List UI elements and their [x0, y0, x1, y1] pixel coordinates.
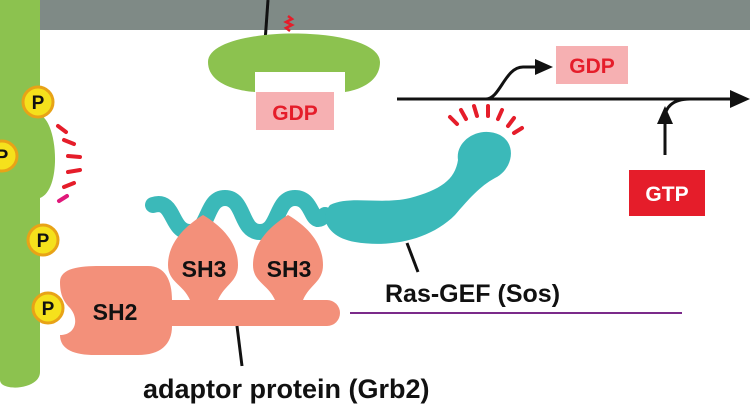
phosphate-3-label: P — [37, 231, 50, 252]
phosphate-3 — [26, 223, 60, 257]
gdp-release-arrowhead-icon — [535, 59, 553, 75]
gtp-entry-arrowhead-icon — [657, 106, 673, 124]
ras-gdp-label: GDP — [272, 102, 318, 125]
released-gdp-label: GDP — [569, 55, 615, 78]
phosphate-2-label: P — [0, 147, 9, 168]
adaptor-leader-line — [235, 325, 244, 367]
lipid-anchor-icon — [283, 15, 295, 32]
adaptor-protein — [60, 215, 340, 355]
sos-label: Ras-GEF (Sos) — [385, 280, 560, 308]
ras-protein — [208, 0, 380, 92]
sos-leader-line — [405, 242, 420, 273]
receptor-tail — [0, 0, 56, 388]
plasma-membrane — [0, 0, 750, 30]
main-arrowhead-icon — [730, 90, 750, 108]
adaptor-label: adaptor protein (Grb2) — [143, 374, 430, 404]
sos-activation-marks — [448, 104, 524, 135]
phosphate-1 — [21, 85, 55, 119]
phosphate-4 — [31, 291, 65, 325]
phosphate-group: P P P P — [0, 85, 65, 325]
receptor-activation-marks — [56, 124, 82, 203]
phosphate-2 — [0, 139, 19, 173]
ras-gdp-box — [256, 92, 334, 130]
incoming-gtp-box — [629, 170, 705, 216]
phosphate-1-label: P — [32, 93, 45, 114]
incoming-gtp-label: GTP — [645, 183, 688, 206]
sh2-domain-label: SH2 — [93, 299, 138, 325]
released-gdp-box — [556, 46, 628, 84]
sh3-domain-1-label: SH3 — [182, 256, 227, 282]
phosphate-4-label: P — [42, 299, 55, 320]
sh3-domain-2-label: SH3 — [267, 256, 312, 282]
